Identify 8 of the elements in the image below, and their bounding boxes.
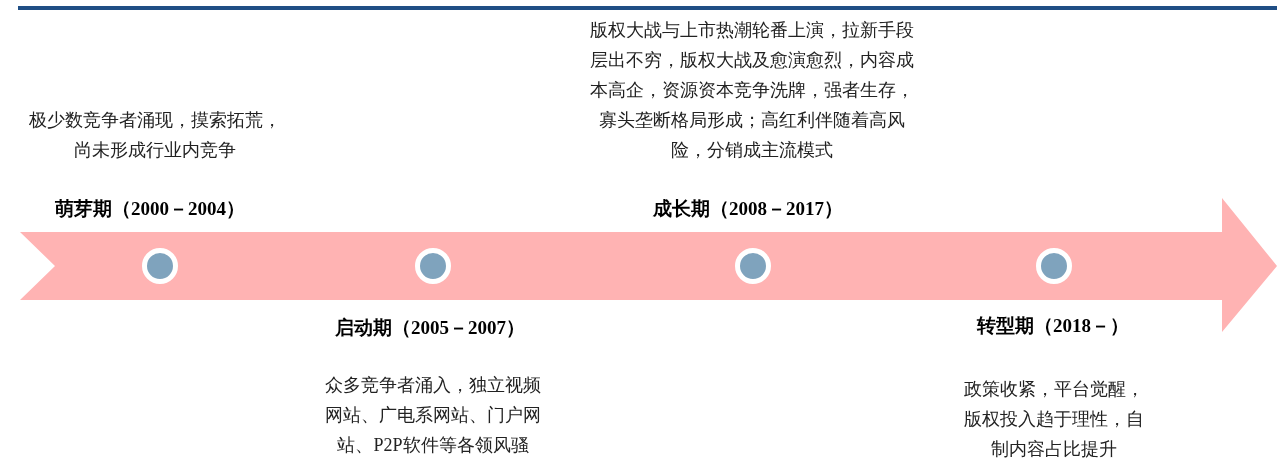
phase-description: 版权大战与上市热潮轮番上演，拉新手段层出不穷，版权大战及愈演愈烈，内容成本高企，资源资本竞争洗牌，强者生存，寡头垄断格局形成；高红利伴随着高风险，分销成主流模式 [589,19,915,162]
phase-title: 启动期（2005－2007） [335,316,525,340]
phase-title: 转型期（2018－） [977,314,1129,338]
phase-title: 成长期（2008－2017） [653,197,843,221]
phase-description: 众多竞争者涌入，独立视频网站、广电系网站、门户网站、P2P软件等各领风骚 [324,374,542,457]
phase-description: 政策收紧，平台觉醒，版权投入趋于理性，自制内容占比提升 [963,378,1145,461]
phase-description: 极少数竞争者涌现，摸索拓荒，尚未形成行业内竞争 [28,109,282,162]
phase-title: 萌芽期（2000－2004） [55,197,245,221]
